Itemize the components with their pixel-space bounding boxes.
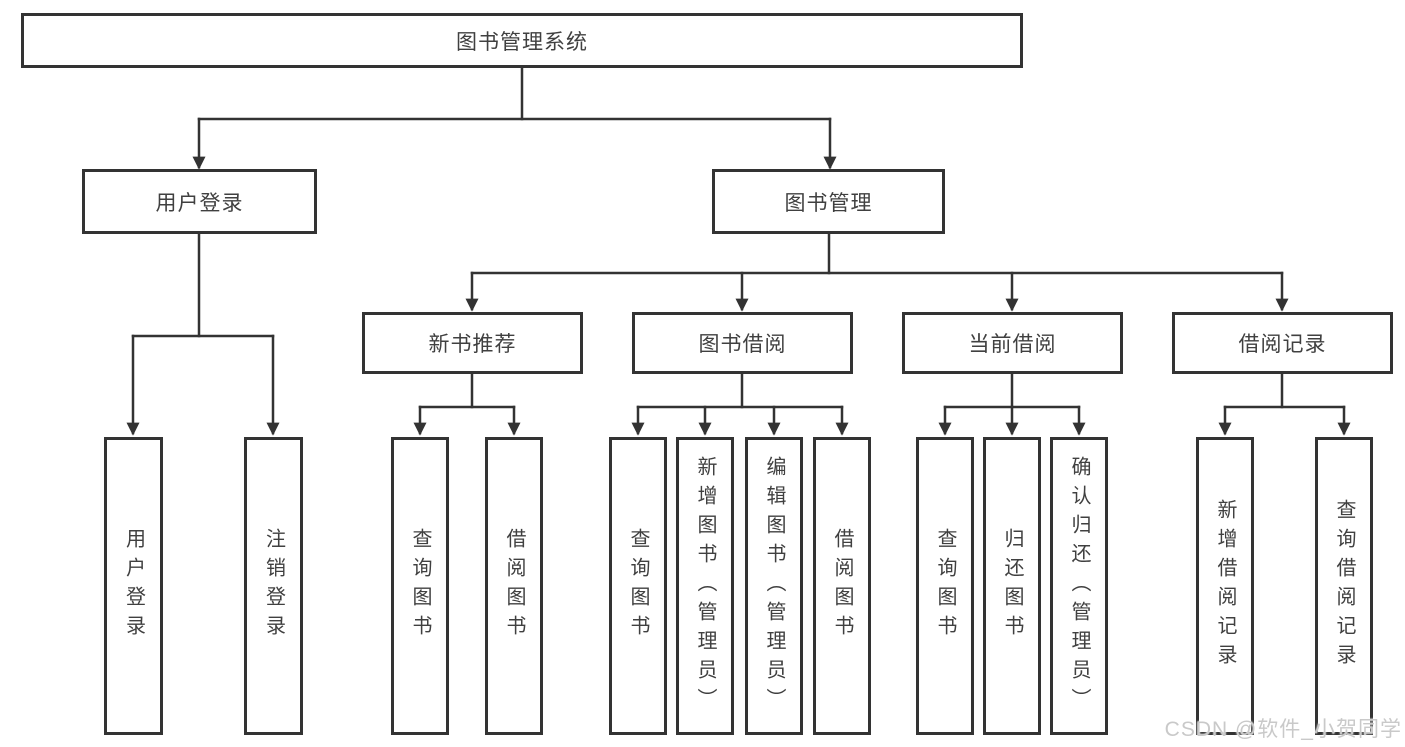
node-book-management-branch: 图书管理: [712, 169, 945, 234]
leaf-logout: 注销登录: [244, 437, 303, 735]
node-label: 当前借阅: [968, 333, 1057, 356]
node-label: 新增借阅记录: [1214, 499, 1236, 673]
node-label: 借阅记录: [1238, 333, 1327, 356]
leaf-add-borrow-record: 新增借阅记录: [1196, 437, 1254, 735]
node-label: 用户登录: [155, 191, 244, 215]
node-label: 查询图书: [409, 528, 431, 644]
node-label: 编辑图书（管理员）: [763, 455, 785, 717]
node-current-borrowing: 当前借阅: [902, 312, 1123, 374]
leaf-borrow-books-2: 借阅图书: [813, 437, 871, 735]
node-label: 图书管理: [784, 191, 873, 215]
node-label: 新增图书（管理员）: [694, 455, 716, 717]
node-label: 查询借阅记录: [1333, 499, 1355, 673]
leaf-query-borrow-record: 查询借阅记录: [1315, 437, 1373, 735]
node-label: 图书借阅: [698, 333, 787, 356]
leaf-user-login: 用户登录: [104, 437, 163, 735]
leaf-query-books-1: 查询图书: [391, 437, 449, 735]
leaf-add-books-admin: 新增图书（管理员）: [676, 437, 734, 735]
watermark: CSDN @软件_小贺同学: [1164, 718, 1402, 741]
leaf-query-books-3: 查询图书: [916, 437, 974, 735]
node-label: 用户登录: [122, 528, 145, 644]
node-label: 确认归还（管理员）: [1068, 455, 1090, 717]
node-user-login-branch: 用户登录: [82, 169, 317, 234]
leaf-confirm-return-admin: 确认归还（管理员）: [1050, 437, 1108, 735]
leaf-borrow-books-1: 借阅图书: [485, 437, 543, 735]
node-label: 图书管理系统: [456, 30, 588, 54]
leaf-query-books-2: 查询图书: [609, 437, 667, 735]
leaf-edit-books-admin: 编辑图书（管理员）: [745, 437, 803, 735]
node-label: 借阅图书: [503, 528, 525, 644]
node-label: 归还图书: [1001, 528, 1023, 644]
node-book-borrowing: 图书借阅: [632, 312, 853, 374]
node-label: 注销登录: [262, 528, 285, 644]
node-borrowing-records: 借阅记录: [1172, 312, 1393, 374]
node-library-management-system: 图书管理系统: [21, 13, 1023, 68]
node-label: 查询图书: [934, 528, 956, 644]
node-label: 查询图书: [627, 528, 649, 644]
node-label: 新书推荐: [428, 333, 517, 356]
node-label: 借阅图书: [831, 528, 853, 644]
leaf-return-books: 归还图书: [983, 437, 1041, 735]
node-new-book-recommendation: 新书推荐: [362, 312, 583, 374]
